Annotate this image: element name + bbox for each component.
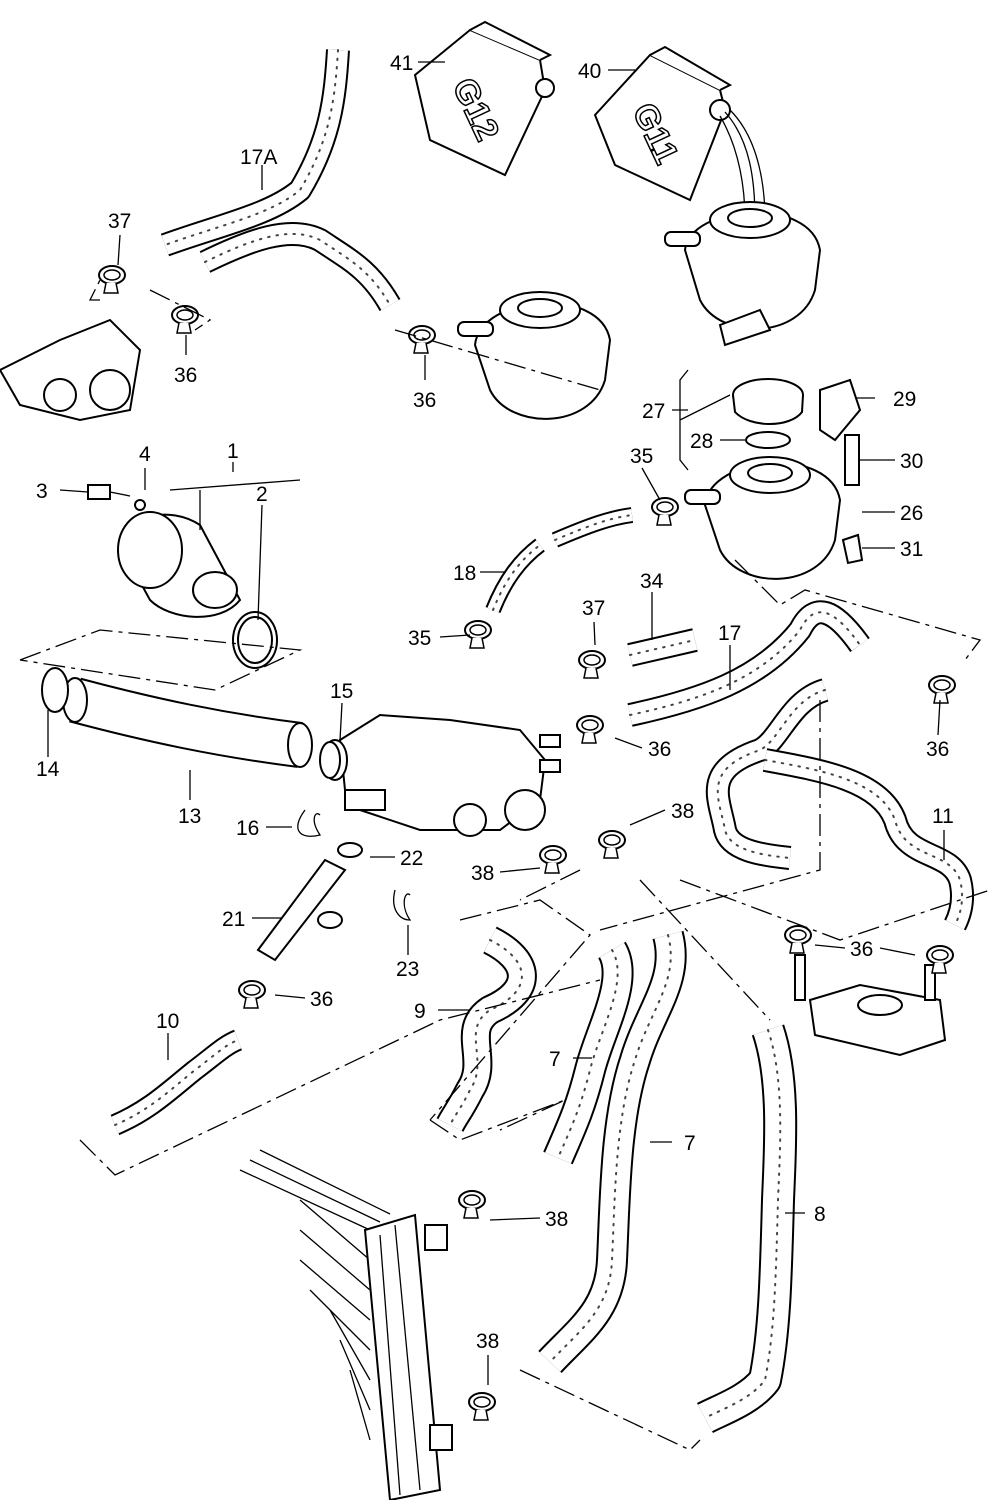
callout-18: 18 (453, 562, 476, 585)
callout-41: 41 (390, 52, 413, 75)
callout-37: 37 (108, 210, 131, 233)
grouping-lines (19, 279, 991, 1451)
seal-rings (41, 616, 363, 858)
callout-13: 13 (178, 805, 201, 828)
thermostat-housing (322, 713, 561, 837)
clips-16-23 (297, 809, 412, 921)
callout-leaders (47, 61, 945, 1385)
callout-36: 36 (850, 938, 873, 961)
callout-38: 38 (476, 1330, 499, 1353)
callout-labels: 41 40 17A 37 36 36 27 29 28 30 1 4 3 2 3… (36, 52, 954, 1353)
callout-22: 22 (400, 847, 423, 870)
callout-38: 38 (671, 800, 694, 823)
hose-11 (705, 678, 975, 931)
callout-3: 3 (36, 480, 48, 503)
hose-7-upper (543, 941, 634, 1165)
callout-38: 38 (545, 1208, 568, 1231)
callout-27: 27 (642, 400, 665, 423)
expansion-tank-top (664, 201, 822, 347)
hose-7-lower (538, 930, 687, 1374)
callout-30: 30 (900, 450, 923, 473)
oil-cooler (794, 954, 947, 1057)
coolant-canister-g11: G11 (593, 45, 766, 221)
callout-31: 31 (900, 538, 923, 561)
callout-36: 36 (648, 738, 671, 761)
callout-14: 14 (36, 758, 60, 781)
callout-4: 4 (139, 443, 151, 466)
hose-8 (697, 1024, 798, 1434)
coolant-canister-g12: G12 (413, 20, 555, 177)
callout-9: 9 (414, 1000, 426, 1023)
callout-37: 37 (582, 597, 605, 620)
hose-9 (436, 926, 537, 1132)
callout-40: 40 (578, 60, 601, 83)
callout-16: 16 (236, 817, 259, 840)
sensor-21 (256, 858, 347, 962)
hose-18 (485, 507, 634, 614)
callout-29: 29 (893, 388, 916, 411)
hose-34 (627, 628, 698, 667)
callout-17: 17 (718, 622, 741, 645)
hose-17a (160, 49, 401, 312)
callout-23: 23 (396, 958, 419, 981)
callout-26: 26 (900, 502, 923, 525)
callout-36: 36 (926, 738, 949, 761)
hoses (110, 49, 975, 1434)
callout-7: 7 (549, 1048, 561, 1071)
callout-15: 15 (330, 680, 353, 703)
callout-1: 1 (227, 440, 239, 463)
callout-2: 2 (256, 483, 268, 506)
callout-8: 8 (814, 1203, 826, 1226)
tank-cap (732, 378, 804, 449)
hose-17 (627, 600, 870, 727)
coolant-pipe-13 (62, 677, 313, 768)
sensor-30-and-31 (819, 378, 864, 565)
callout-7: 7 (684, 1132, 696, 1155)
callout-11: 11 (932, 805, 954, 828)
callout-38: 38 (471, 862, 494, 885)
callout-21: 21 (222, 908, 245, 931)
expansion-tank-bottom (684, 456, 842, 580)
callout-34: 34 (640, 570, 664, 593)
expansion-tank-middle (457, 291, 612, 420)
callout-17a: 17A (240, 146, 277, 169)
left-flange-housing (0, 318, 142, 422)
callout-35: 35 (630, 445, 653, 468)
callout-28: 28 (690, 430, 713, 453)
radiator (239, 1149, 453, 1500)
callout-36: 36 (174, 364, 197, 387)
callout-36: 36 (310, 988, 333, 1011)
callout-36: 36 (413, 389, 436, 412)
callout-35: 35 (408, 627, 431, 650)
hose-10 (110, 1029, 243, 1136)
callout-10: 10 (156, 1010, 179, 1033)
